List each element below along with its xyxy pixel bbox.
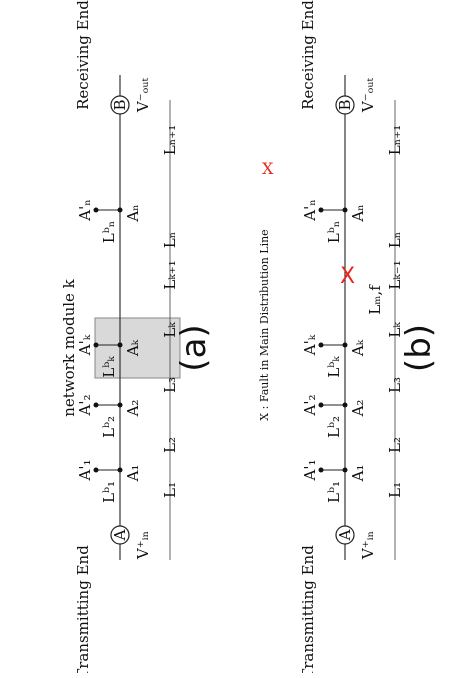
transmitting-end-label-b: Transmitting End: [299, 545, 317, 673]
fault-mark: X: [340, 264, 355, 289]
b-upper-dot-2: [318, 402, 324, 408]
a-branch-label-4: Lᵇₙ: [100, 221, 118, 243]
a-segment-7: Lₙ₊₁: [161, 125, 179, 155]
fault-segment-label: Lₘ,f: [366, 284, 384, 315]
diagram-b: A Transmitting End V⁺ᵢₙ B Receiving End …: [299, 0, 439, 678]
a-node-dot-1: [117, 467, 123, 473]
a-segment-1: L₁: [161, 482, 179, 498]
b-upper-node-4: A'ₙ: [301, 199, 319, 221]
b-segment-4: Lₖ: [386, 322, 404, 338]
b-branch-label-2: Lᵇ₂: [325, 416, 343, 438]
a-branch-label-3: Lᵇₖ: [100, 356, 118, 378]
b-segment-5: Lₖ₋₁: [386, 260, 404, 289]
caption-b: (b): [399, 324, 439, 372]
a-node-dot-3: [117, 342, 123, 348]
a-node-dot-4: [117, 207, 123, 213]
node-b-circle-b: [335, 95, 355, 115]
b-lower-node-4: Aₙ: [349, 204, 367, 222]
a-segment-3: L₃: [161, 377, 179, 393]
diagram-a: network module k A Transmitting End V⁺ᵢₙ…: [60, 0, 214, 678]
node-a-circle-b: [335, 525, 355, 545]
b-upper-dot-3: [318, 342, 324, 348]
a-upper-node-4: A'ₙ: [76, 199, 94, 221]
node-a-label-b: A: [336, 529, 354, 541]
fault-legend-mark: X: [262, 159, 274, 178]
a-segment-6: Lₙ: [161, 232, 179, 248]
v-in-label: V⁺ᵢₙ: [134, 531, 152, 560]
a-lower-node-3: Aₖ: [124, 339, 142, 357]
b-lower-node-2: A₂: [349, 400, 367, 418]
b-segment-2: L₂: [386, 437, 404, 453]
b-upper-node-2: A'₂: [301, 395, 319, 417]
network-module-box: [94, 317, 181, 379]
a-branch-label-1: Lᵇ₁: [100, 481, 118, 503]
a-upper-node-3: A'ₖ: [76, 334, 94, 356]
node-b-circle: [110, 95, 130, 115]
transmitting-end-label: Transmitting End: [74, 545, 92, 673]
a-segment-4: Lₖ: [161, 322, 179, 338]
b-node-dot-3: [342, 342, 348, 348]
b-segment-1: L₁: [386, 482, 404, 498]
fault-legend: X : Fault in Main Distribution Line: [258, 229, 271, 420]
node-b-label-b: B: [336, 99, 354, 110]
receiving-end-label: Receiving End: [74, 0, 92, 110]
b-segment-3: L₃: [386, 377, 404, 393]
b-lower-node-1: A₁: [349, 465, 367, 483]
a-upper-node-2: A'₂: [76, 395, 94, 417]
b-node-dot-2: [342, 402, 348, 408]
b-upper-node-1: A'₁: [301, 460, 319, 482]
b-upper-node-3: A'ₖ: [301, 334, 319, 356]
a-lower-node-1: A₁: [124, 465, 142, 483]
receiving-end-label-b: Receiving End: [299, 0, 317, 110]
b-upper-dot-4: [318, 207, 324, 213]
b-upper-dot-1: [318, 467, 324, 473]
a-upper-dot-4: [93, 207, 99, 213]
b-branch-label-3: Lᵇₖ: [325, 356, 343, 378]
a-branch-label-2: Lᵇ₂: [100, 416, 118, 438]
b-lower-node-3: Aₖ: [349, 339, 367, 357]
b-node-dot-4: [342, 207, 348, 213]
a-segment-5: Lₖ₊₁: [161, 260, 179, 289]
v-out-label: V⁻ₒᵤₜ: [134, 78, 152, 114]
a-lower-node-4: Aₙ: [124, 204, 142, 222]
a-upper-dot-3: [93, 342, 99, 348]
a-segment-2: L₂: [161, 437, 179, 453]
module-label: network module k: [60, 278, 78, 416]
a-upper-node-1: A'₁: [76, 460, 94, 482]
legend: X X : Fault in Main Distribution Line: [258, 159, 274, 421]
a-node-dot-2: [117, 402, 123, 408]
b-segment-7: Lₙ₊₁: [386, 125, 404, 155]
node-a-circle: [110, 525, 130, 545]
b-segment-6: Lₙ: [386, 232, 404, 248]
caption-a: (a): [174, 324, 214, 371]
a-upper-dot-2: [93, 402, 99, 408]
node-b-label: B: [111, 99, 129, 110]
node-a-label: A: [111, 529, 129, 541]
v-in-label-b: V⁺ᵢₙ: [359, 531, 377, 560]
b-branch-label-4: Lᵇₙ: [325, 221, 343, 243]
b-node-dot-1: [342, 467, 348, 473]
a-lower-node-2: A₂: [124, 400, 142, 418]
v-out-label-b: V⁻ₒᵤₜ: [359, 78, 377, 114]
a-upper-dot-1: [93, 467, 99, 473]
b-branch-label-1: Lᵇ₁: [325, 481, 343, 503]
